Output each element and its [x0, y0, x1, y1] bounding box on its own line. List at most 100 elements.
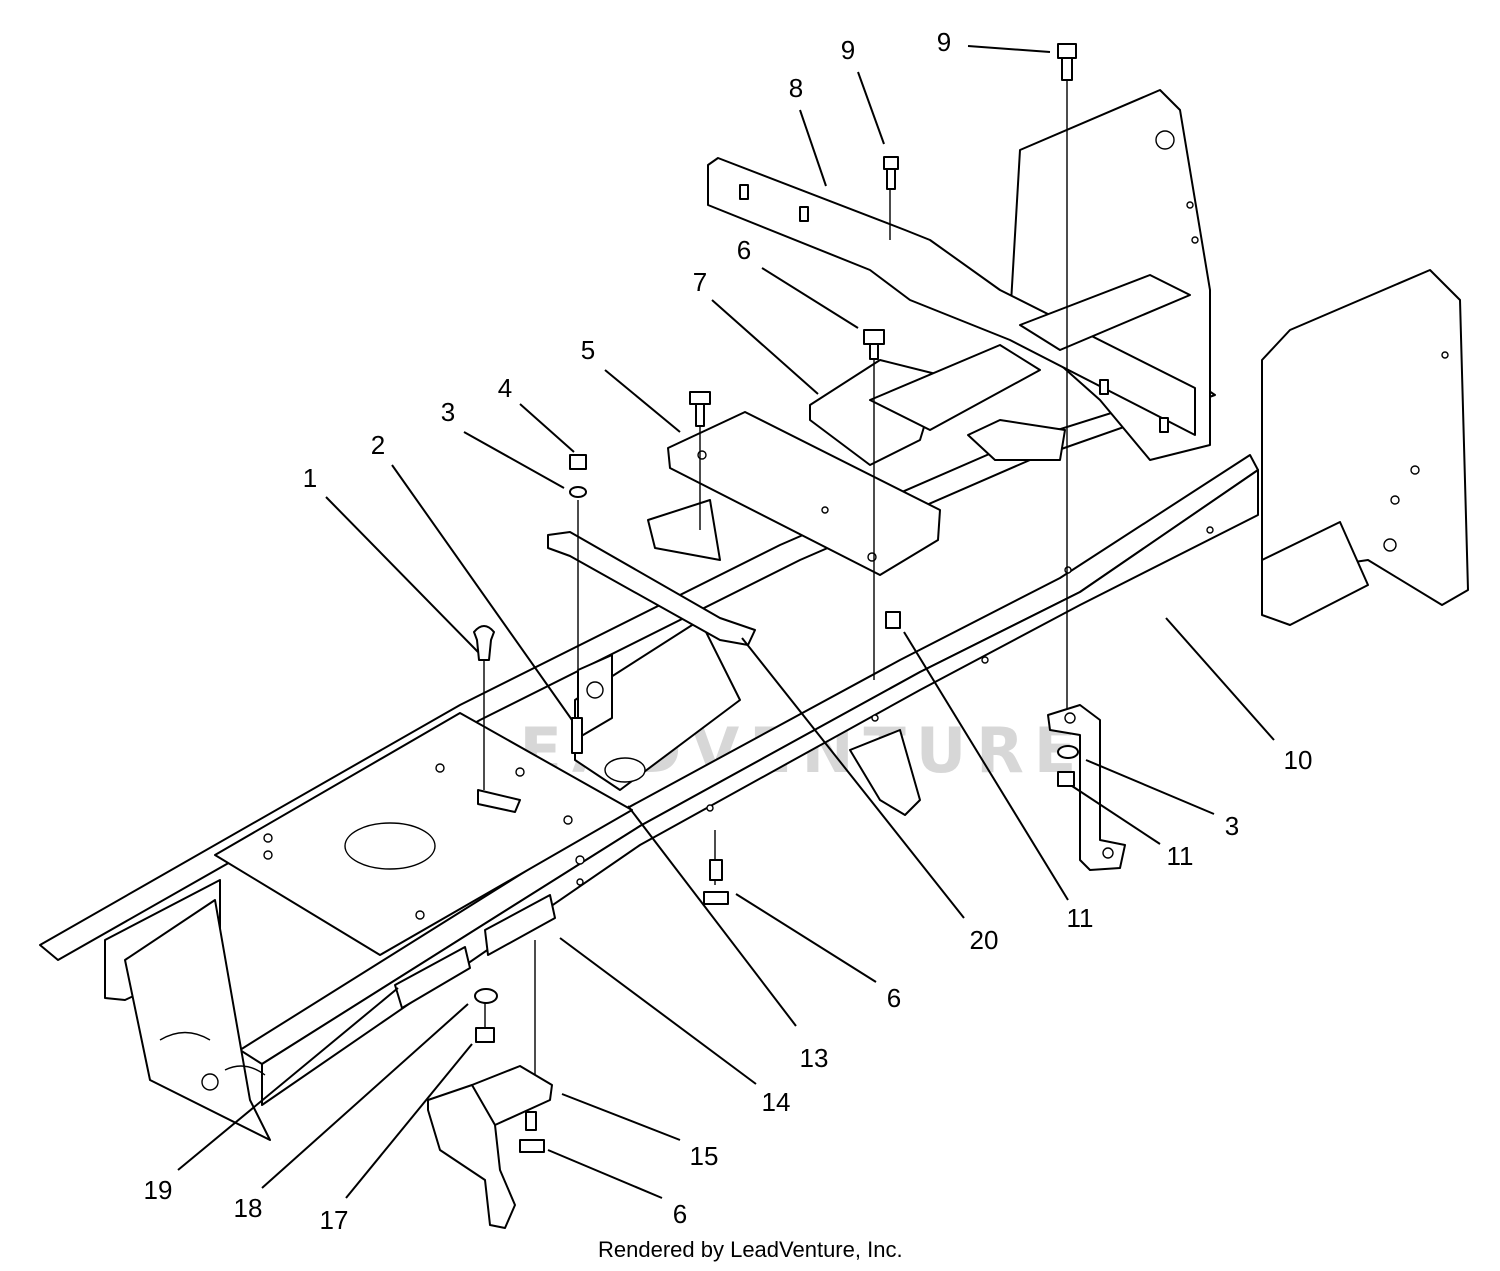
- flange-bolt: [519, 1111, 545, 1153]
- callout-3: 3: [1085, 759, 1239, 841]
- callout-number: 19: [144, 1175, 173, 1205]
- rail-slot: [1159, 417, 1169, 433]
- leader-line: [547, 1149, 663, 1199]
- deck-hole: [575, 855, 585, 865]
- bracket-hole: [1064, 712, 1076, 724]
- leader-line: [1071, 785, 1161, 845]
- callout-number: 20: [970, 925, 999, 955]
- center-tube: [869, 344, 1041, 431]
- callout-number: 5: [581, 335, 595, 365]
- callout-number: 9: [937, 27, 951, 57]
- frame-hole: [1186, 201, 1194, 209]
- callout-number: 18: [234, 1193, 263, 1223]
- flange-bolt: [863, 329, 885, 360]
- leader-line: [519, 403, 575, 453]
- hex-nut: [885, 611, 901, 629]
- frame-hole: [1441, 351, 1449, 359]
- center-supports: [547, 531, 921, 816]
- callout-number: 8: [789, 73, 803, 103]
- frame-hole: [1191, 236, 1199, 244]
- center-brace-hole: [604, 757, 646, 783]
- nose-hole: [201, 1073, 219, 1091]
- frame-hole: [1390, 495, 1400, 505]
- nose-slot: [159, 1031, 211, 1041]
- rear-side-plate: [1261, 269, 1469, 606]
- callout-number: 14: [762, 1087, 791, 1117]
- callout-6: 6: [547, 1149, 687, 1229]
- leader-line: [561, 1093, 681, 1141]
- leader-line: [967, 45, 1051, 53]
- callout-2: 2: [371, 430, 573, 721]
- rail-slot: [739, 184, 749, 200]
- deck-hole: [263, 833, 273, 843]
- frame-hole: [1064, 566, 1072, 574]
- frame-hole: [1383, 538, 1397, 552]
- callout-5: 5: [581, 335, 681, 433]
- leader-line: [345, 1043, 473, 1199]
- callout-3: 3: [441, 397, 565, 489]
- callout-number: 7: [693, 267, 707, 297]
- callout-1: 1: [303, 463, 479, 653]
- deck-round-opening: [344, 822, 436, 870]
- callout-7: 7: [693, 267, 819, 395]
- rear-foot-bracket: [1261, 521, 1369, 626]
- front-plate-14: [484, 894, 556, 956]
- hex-bolt: [571, 717, 583, 754]
- hex-bolt: [883, 156, 899, 190]
- callout-number: 13: [800, 1043, 829, 1073]
- plate-hole: [867, 552, 877, 562]
- leader-line: [325, 496, 479, 653]
- frame-hole: [1155, 130, 1175, 150]
- leader-line: [1165, 617, 1275, 741]
- callout-13: 13: [627, 805, 829, 1073]
- callout-4: 4: [498, 373, 575, 453]
- callout-number: 17: [320, 1205, 349, 1235]
- right-bracket-body: [1047, 704, 1126, 871]
- callout-10: 10: [1165, 617, 1312, 775]
- callout-number: 6: [673, 1199, 687, 1229]
- callout-number: 2: [371, 430, 385, 460]
- callout-8: 8: [789, 73, 827, 187]
- rail-slot: [799, 206, 809, 222]
- flange-bolt: [703, 859, 729, 905]
- footer-credit: Rendered by LeadVenture, Inc.: [598, 1237, 903, 1262]
- main-frame: [39, 89, 1469, 1106]
- front-nose: [104, 879, 556, 1141]
- frame-hole: [576, 878, 584, 886]
- lower-plate: [849, 729, 921, 816]
- callout-number: 15: [690, 1141, 719, 1171]
- seat-rail-assembly: [707, 157, 1196, 436]
- seat-plate-assembly: [647, 344, 1066, 576]
- frame-hole: [1206, 526, 1214, 534]
- deck-hole: [515, 767, 525, 777]
- deck-hole: [435, 763, 445, 773]
- front-bumper-plate: [124, 899, 271, 1141]
- washer: [569, 486, 587, 498]
- leader-line: [177, 987, 399, 1171]
- deck-hole: [563, 815, 573, 825]
- assembly-axes: [483, 60, 1068, 1095]
- leader-line: [261, 1003, 469, 1189]
- bracket-15-arm: [427, 1084, 516, 1229]
- deck-hole: [415, 910, 425, 920]
- leader-line: [604, 369, 681, 433]
- plate-hole: [821, 506, 829, 514]
- callout-18: 18: [234, 1003, 469, 1223]
- deck-rear-tab: [477, 789, 521, 813]
- callout-11: 11: [1071, 785, 1194, 871]
- deck-hole: [263, 850, 273, 860]
- right-lower-bracket: [1047, 704, 1126, 871]
- callout-19: 19: [144, 987, 399, 1205]
- frame-hole: [871, 714, 879, 722]
- front-plate-19: [394, 946, 471, 1009]
- leader-line: [857, 71, 885, 145]
- hex-nut: [475, 1027, 495, 1043]
- frame-hole: [1410, 465, 1420, 475]
- callout-number: 3: [441, 397, 455, 427]
- seat-plate-5: [667, 411, 941, 576]
- callout-9: 9: [937, 27, 1051, 57]
- seat-cross-plate: [1019, 274, 1191, 351]
- callout-6: 6: [735, 893, 901, 1013]
- hex-nut: [569, 454, 587, 470]
